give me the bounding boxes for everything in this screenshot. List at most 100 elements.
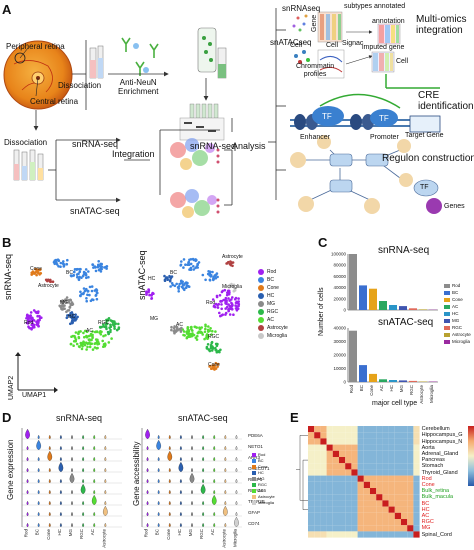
violin-right-violin — [191, 490, 193, 494]
heatmap-cell — [407, 426, 413, 432]
umap-point-AC — [92, 348, 95, 351]
umap-point-BC — [182, 283, 185, 286]
violin-right-violin — [169, 468, 171, 472]
violin-right-violin — [202, 468, 204, 472]
bar-legend-swatch — [444, 333, 450, 337]
umap-point-Rod — [151, 292, 154, 295]
umap-point-BC — [177, 287, 180, 290]
bar-legend-label: AC — [452, 304, 458, 310]
heatmap-cell — [382, 500, 388, 506]
heatmap-cell — [314, 500, 320, 506]
heatmap-cell — [333, 451, 339, 457]
heatmap-cell — [327, 426, 333, 432]
umap-point-AC — [70, 343, 73, 346]
umap-point-AC — [82, 340, 85, 343]
label-snrna-seq-left: snRNA-seq — [72, 140, 118, 149]
violin-right-violin — [169, 512, 171, 516]
bar-xtick-label: MG — [399, 385, 404, 393]
umap-point-BC — [97, 266, 100, 269]
heatmap-cell — [333, 463, 339, 469]
label-peripheral-retina: Peripheral retina — [6, 42, 65, 51]
heatmap-cell — [345, 500, 351, 506]
violin-left-violin — [49, 501, 51, 505]
umap-point-BC — [105, 266, 108, 269]
umap-legend-swatch — [258, 269, 264, 275]
umap-point-AC — [78, 336, 81, 339]
bar-0-mg — [399, 306, 407, 310]
regulon-nodes — [290, 135, 413, 214]
heatmap-cell — [370, 513, 376, 519]
bar-legend-swatch — [444, 319, 450, 323]
heatmap-cell — [320, 432, 326, 438]
violin-right-violin — [236, 479, 238, 483]
heatmap-cell — [345, 525, 351, 531]
umap-point-BC — [60, 262, 63, 265]
label-enhancer: Enhancer — [300, 134, 330, 142]
violin-left-violin — [92, 495, 97, 505]
umap-point-BC — [196, 266, 199, 269]
umap-point-BC — [204, 279, 207, 282]
heatmap-cell — [327, 482, 333, 488]
heatmap-cell — [395, 426, 401, 432]
bar-1-bc — [359, 365, 367, 382]
umap-point-RGC — [211, 341, 214, 344]
bar-ytick-label: 100000 — [331, 252, 347, 257]
violin-right-violin — [202, 479, 204, 483]
bar-1-rod — [349, 331, 357, 382]
heatmap-cell — [314, 513, 320, 519]
violin-left-violin — [27, 446, 29, 450]
violin-right-violin — [236, 468, 238, 472]
label-multi-omics: Multi-omics integration — [416, 14, 467, 36]
heatmap-cell — [333, 426, 339, 432]
umap-point-BC — [183, 258, 186, 261]
heatmap-cell — [351, 488, 357, 494]
enrichment-tube-icon — [198, 28, 226, 78]
heatmap-cell — [382, 507, 388, 513]
heatmap-cell — [308, 525, 314, 531]
violin-right-xtick-label: Cone — [166, 529, 171, 540]
heatmap-cell — [401, 507, 407, 513]
umap-point-Rod — [214, 306, 217, 309]
heatmap-cell — [370, 476, 376, 482]
umap-point-AC — [183, 334, 186, 337]
heatmap-cell — [327, 445, 333, 451]
heatmap-cell — [413, 488, 419, 494]
heatmap-cell — [351, 500, 357, 506]
heatmap-cell — [314, 469, 320, 475]
bar-title-snatac: snATAC-seq — [378, 318, 433, 327]
bar-legend-swatch — [444, 326, 450, 330]
violin-left-violin — [27, 457, 29, 461]
umap-point-Rod — [220, 308, 223, 311]
violin-right-violin — [225, 523, 227, 527]
heatmap-cell — [308, 457, 314, 463]
violin-left-violin — [105, 479, 107, 483]
heatmap-cell — [351, 494, 357, 500]
violin-left-xtick-label: HC — [57, 528, 62, 535]
umap-point-BC — [77, 268, 80, 271]
imputed-heatmap-icon — [372, 52, 394, 72]
heatmap-cell — [413, 494, 419, 500]
heatmap-cell — [358, 426, 364, 432]
umap-point-BC — [55, 261, 58, 264]
violin-left-violin — [60, 512, 62, 516]
violin-left-xtick-label: Rod — [24, 529, 29, 538]
umap-legend-label: Microglia — [267, 333, 287, 339]
bar-0-rgc — [409, 308, 417, 310]
violin-right-violin — [147, 512, 149, 516]
violin-right-violin — [169, 446, 171, 450]
heatmap-cell — [358, 494, 364, 500]
heatmap-cell — [370, 457, 376, 463]
heatmap-cell — [333, 531, 339, 537]
violin-right-violin — [225, 457, 227, 461]
heatmap-cell — [333, 445, 339, 451]
umap-point-BC — [84, 290, 87, 293]
heatmap-cell — [327, 488, 333, 494]
heatmap-cell — [308, 482, 314, 488]
umap-legend-swatch — [258, 333, 264, 339]
heatmap-cell — [407, 525, 413, 531]
heatmap-row-label-spinal_cord: Spinal_Cord — [422, 532, 452, 538]
heatmap-cell — [333, 494, 339, 500]
umap-point-BC — [80, 276, 83, 279]
heatmap-cell — [376, 451, 382, 457]
heatmap-cell — [389, 531, 395, 537]
